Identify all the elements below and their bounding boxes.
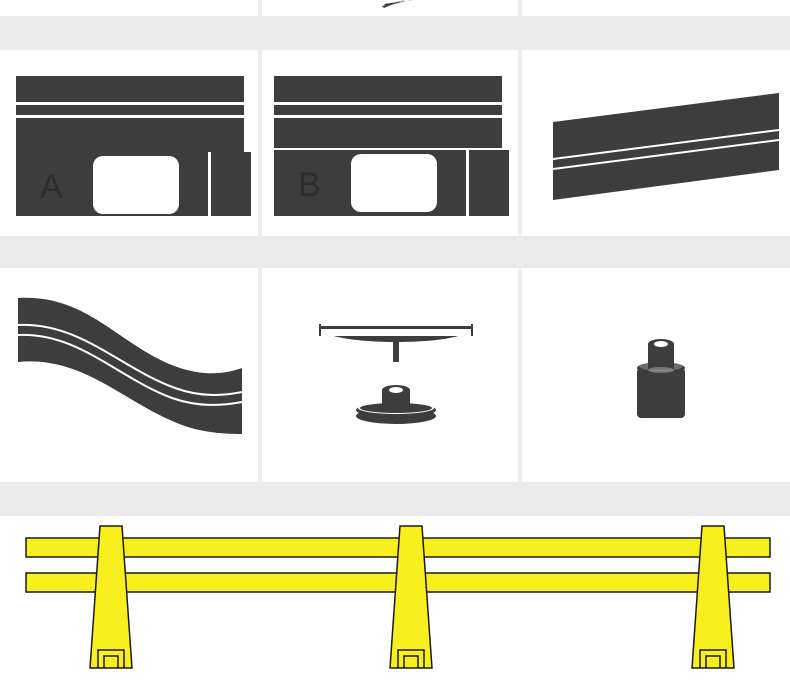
top-left-panel <box>0 0 258 16</box>
curved-track-icon <box>17 297 243 434</box>
panel-letter-b: B <box>298 166 321 204</box>
panel-barrier-fence <box>0 516 790 684</box>
straight-track-a-icon: A <box>16 76 251 216</box>
panel-curved-track <box>0 268 258 482</box>
panel-stand-base <box>262 268 518 482</box>
barrier-fence-icon <box>25 525 771 669</box>
barrier-post-1 <box>89 525 133 669</box>
top-right-panel <box>522 0 790 16</box>
panel-angled-track <box>522 50 790 236</box>
separator-3 <box>0 482 790 516</box>
panel-straight-b: B <box>262 50 518 236</box>
stand-base-icon <box>319 324 473 424</box>
panel-letter-a: A <box>40 168 63 206</box>
top-middle-panel <box>262 0 518 16</box>
peg-connector-icon <box>637 339 685 418</box>
separator-2 <box>0 236 790 268</box>
partial-track-icon <box>382 0 412 8</box>
angled-track-icon <box>553 93 779 200</box>
panel-peg-connector <box>522 268 790 482</box>
barrier-post-3 <box>691 525 735 669</box>
separator-1 <box>0 16 790 50</box>
barrier-post-2 <box>389 525 433 669</box>
straight-track-b-icon: B <box>274 76 509 216</box>
panel-straight-a: A <box>0 50 258 236</box>
